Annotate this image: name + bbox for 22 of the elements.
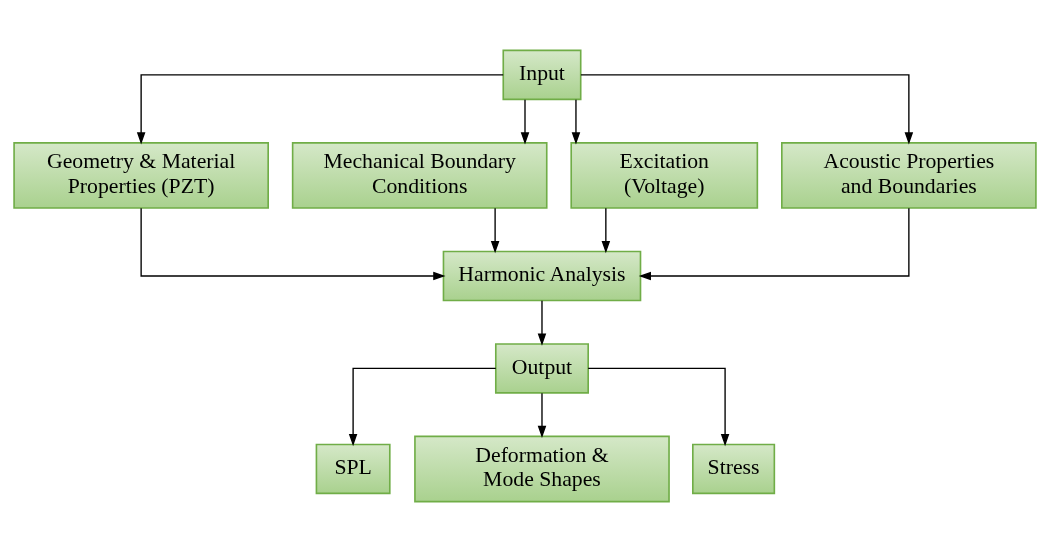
arrow: [520, 99, 530, 145]
node-box: Deformation & Mode Shapes: [414, 435, 670, 503]
node-box: Excitation (Voltage): [570, 142, 759, 209]
node-box: Harmonic Analysis: [442, 250, 642, 302]
arrow: [537, 300, 547, 346]
arrow: [601, 207, 611, 254]
node-box: Geometry & Material Properties (PZT): [13, 142, 269, 209]
arrow: [140, 207, 446, 281]
node-box: Input: [502, 49, 582, 101]
arrow: [490, 207, 500, 254]
arrow: [638, 207, 910, 281]
node-box: Acoustic Properties and Boundaries: [781, 142, 1037, 209]
node-box: Mechanical Boundary Conditions: [291, 142, 548, 209]
arrow: [587, 367, 730, 447]
node-box: Stress: [692, 443, 776, 495]
arrow: [571, 99, 581, 145]
arrow: [580, 74, 914, 145]
node-box: SPL: [315, 443, 391, 495]
node-box: Output: [494, 343, 589, 394]
arrow: [537, 392, 547, 439]
arrow: [136, 74, 504, 145]
arrow: [348, 367, 497, 447]
